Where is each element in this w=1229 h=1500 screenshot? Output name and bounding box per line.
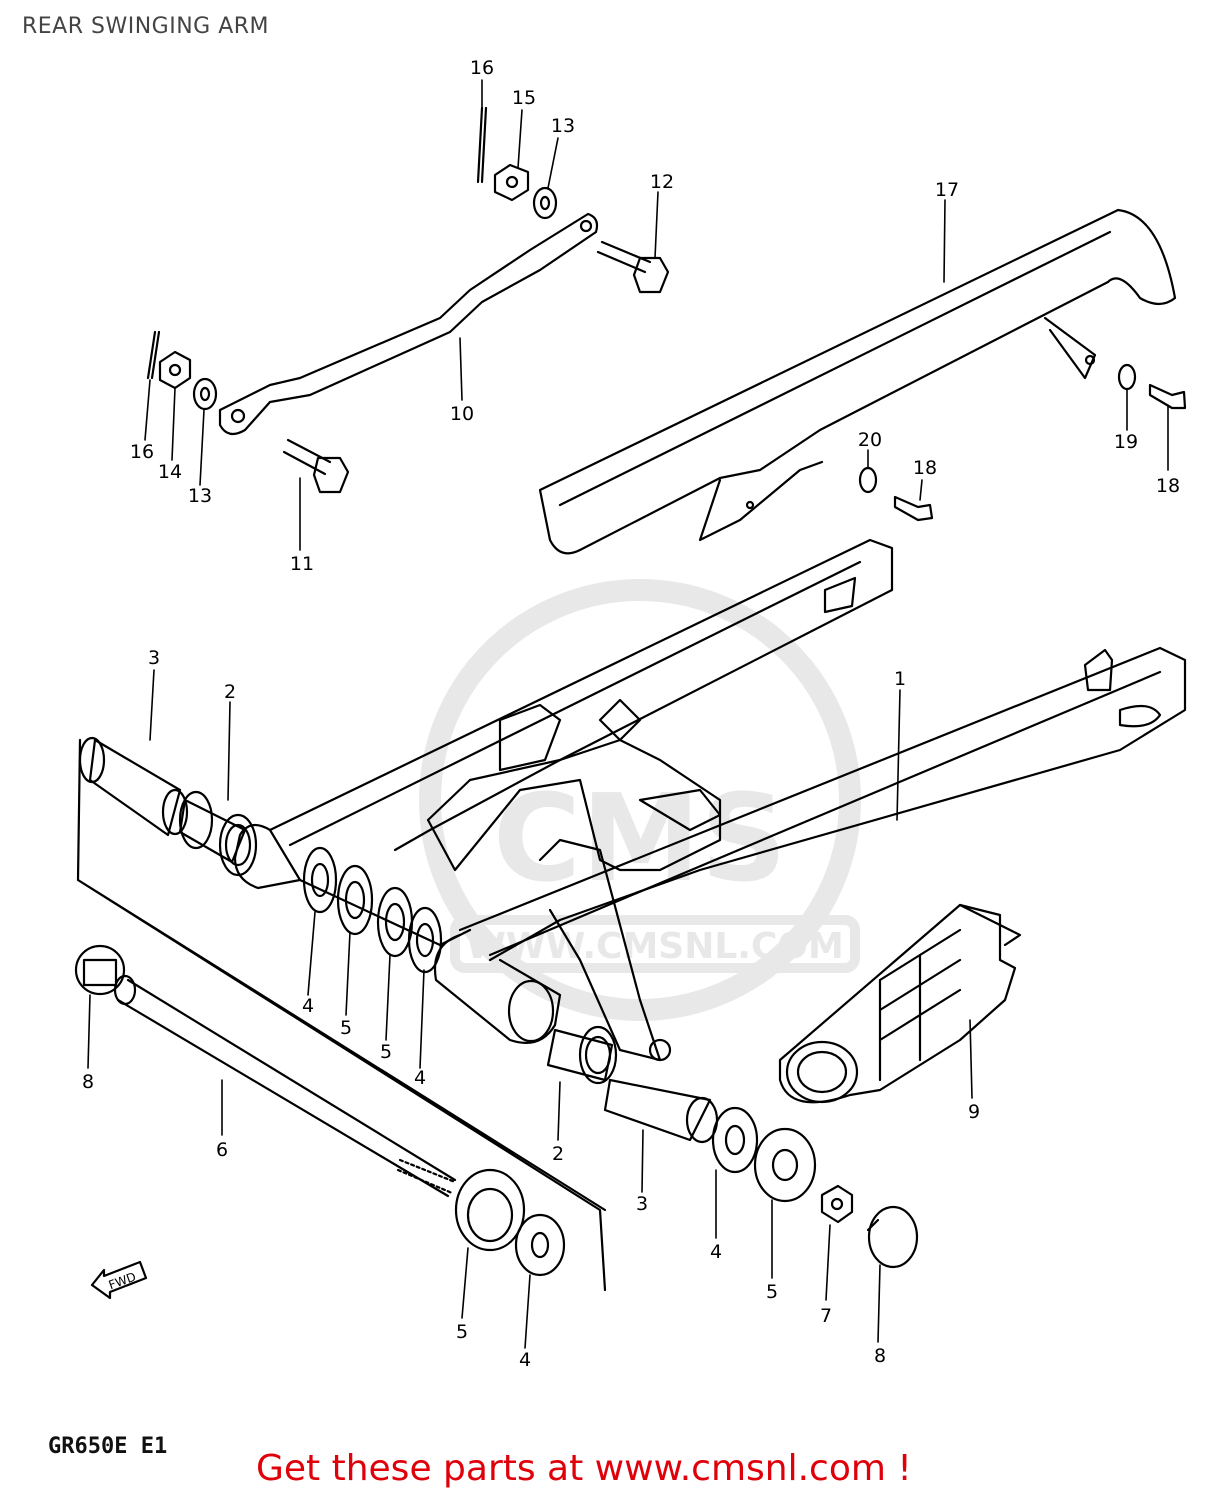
nut-15 [493, 163, 530, 202]
callout-3-right: 3 [636, 1193, 648, 1215]
callout-numbers: 16 15 13 12 17 16 14 13 10 11 20 18 19 1… [82, 57, 1180, 1371]
callout-16-left: 16 [130, 441, 154, 463]
washer-13-upper [532, 186, 558, 220]
callout-2-right: 2 [552, 1143, 564, 1165]
callout-19: 19 [1114, 431, 1138, 453]
diagram-title: REAR SWINGING ARM [22, 14, 270, 39]
watermark-url: WWW.CMSNL.COM [466, 926, 844, 967]
seal-5-lower [454, 1168, 526, 1252]
seal-5-right [753, 1127, 817, 1203]
callout-1: 1 [894, 668, 906, 690]
nut-14 [158, 350, 192, 390]
callout-9: 9 [968, 1101, 980, 1123]
callout-13-left: 13 [188, 485, 212, 507]
callout-4-left: 4 [302, 995, 314, 1017]
torque-link [218, 212, 599, 436]
seal-5-left-b [376, 886, 414, 958]
bolt-18-left [893, 495, 934, 522]
bolt-11 [282, 438, 350, 494]
spacer-4-left [302, 846, 338, 914]
pivot-spacer-3-left [78, 736, 189, 837]
callout-10: 10 [450, 403, 474, 425]
callout-5-lower: 5 [456, 1321, 468, 1343]
nut-7 [820, 1184, 854, 1224]
cotter-pin-lower [146, 330, 161, 380]
callout-16-top: 16 [470, 57, 494, 79]
callout-11: 11 [290, 553, 314, 575]
callout-4-right: 4 [710, 1241, 722, 1263]
washer-13-lower [192, 377, 218, 411]
fwd-arrow-icon [90, 1260, 148, 1300]
callout-8-left: 8 [82, 1071, 94, 1093]
chain-guard [538, 208, 1177, 555]
assembly-bracket [76, 738, 607, 1292]
callout-20: 20 [858, 429, 882, 451]
callout-5-left-b: 5 [380, 1041, 392, 1063]
callout-3-left: 3 [148, 647, 160, 669]
leader-lines [87, 79, 1169, 1349]
callout-8-right: 8 [874, 1345, 886, 1367]
pivot-cap-right [866, 1205, 919, 1269]
pivot-shaft [113, 974, 457, 1198]
callout-2-left: 2 [224, 681, 236, 703]
seal-5-left-a [336, 864, 374, 936]
bolt-18-right [1148, 383, 1187, 410]
callout-4-left-b: 4 [414, 1067, 426, 1089]
callout-17: 17 [935, 179, 959, 201]
callout-13-top: 13 [551, 115, 575, 137]
chain-buffer [778, 903, 1022, 1104]
needle-bearing-2-right [546, 1025, 618, 1085]
washer-20 [858, 466, 878, 494]
callout-7: 7 [820, 1305, 832, 1327]
callout-15: 15 [512, 87, 536, 109]
needle-bearing-2-left [178, 790, 258, 877]
callout-18-left: 18 [913, 457, 937, 479]
callout-4-lower: 4 [519, 1349, 531, 1371]
pivot-spacer-3-right [603, 1078, 719, 1144]
callout-18-right: 18 [1156, 475, 1180, 497]
callout-6: 6 [216, 1139, 228, 1161]
cotter-pin-upper [476, 106, 488, 184]
swing-arm [233, 538, 1187, 1062]
callout-12: 12 [650, 171, 674, 193]
spacer-4-right [711, 1106, 759, 1174]
pivot-cap-left [74, 944, 126, 996]
model-code: GR650E E1 [48, 1434, 168, 1459]
watermark-logo-text: CMS [493, 770, 787, 909]
cta-link[interactable]: Get these parts at www.cmsnl.com ! [256, 1448, 912, 1489]
callout-14: 14 [158, 461, 182, 483]
callout-5-right: 5 [766, 1281, 778, 1303]
cms-watermark: CMS WWW.CMSNL.COM [419, 579, 861, 1021]
washer-4-lower [514, 1213, 566, 1277]
callout-5-left-a: 5 [340, 1017, 352, 1039]
washer-19 [1117, 363, 1137, 391]
bolt-12 [596, 240, 670, 294]
spacer-4-left-b [407, 906, 443, 974]
